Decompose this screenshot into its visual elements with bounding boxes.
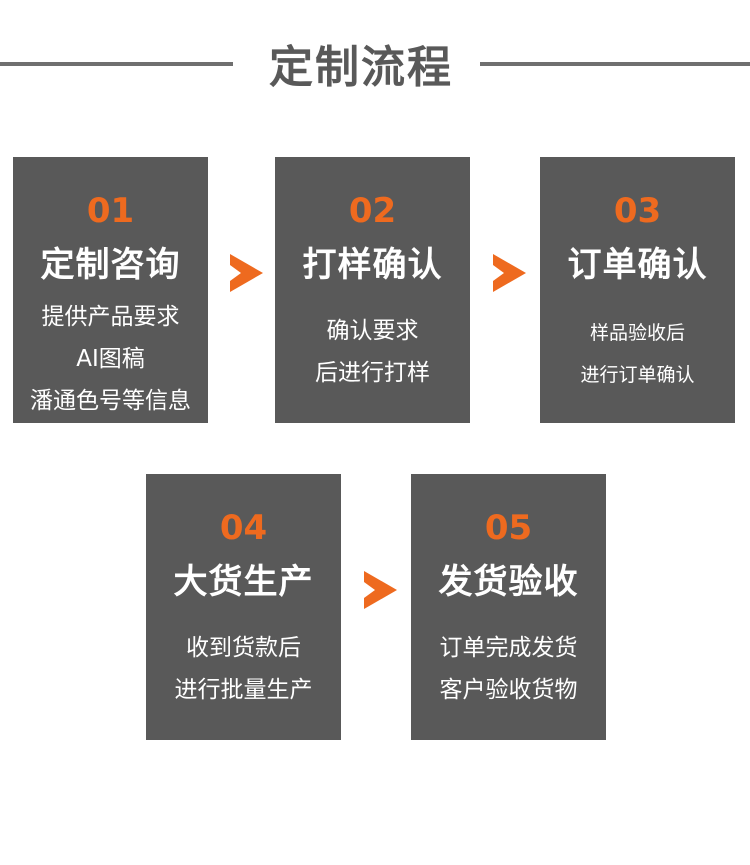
step-number: 04	[219, 508, 268, 548]
step-name: 打样确认	[302, 245, 443, 285]
step-number: 03	[613, 191, 662, 231]
step-number: 01	[86, 191, 135, 231]
arrow-right-icon	[364, 571, 397, 609]
step-desc-line: 确认要求	[326, 318, 419, 344]
step-name: 订单确认	[567, 245, 708, 285]
step-desc-line: AI图稿	[76, 346, 145, 372]
step-card-01: 01 定制咨询 提供产品要求 AI图稿 潘通色号等信息	[13, 157, 208, 423]
step-desc-line: 后进行打样	[315, 360, 430, 386]
arrow-right-icon	[493, 254, 526, 292]
step-card-02: 02 打样确认 确认要求 后进行打样	[275, 157, 470, 423]
step-desc-line: 样品验收后	[589, 322, 685, 344]
step-desc-line: 提供产品要求	[41, 304, 180, 330]
step-card-04: 04 大货生产 收到货款后 进行批量生产	[146, 474, 341, 740]
step-name: 发货验收	[438, 562, 579, 602]
page-title: 定制流程	[269, 42, 453, 93]
step-desc-line: 收到货款后	[186, 635, 301, 661]
step-desc-line: 进行批量生产	[174, 677, 313, 703]
step-desc-line: 客户验收货物	[439, 677, 578, 703]
step-card-05: 05 发货验收 订单完成发货 客户验收货物	[411, 474, 606, 740]
step-number: 02	[348, 191, 397, 231]
step-desc-line: 订单完成发货	[439, 635, 578, 661]
step-name: 大货生产	[173, 562, 314, 602]
header-divider-right	[480, 62, 750, 66]
step-number: 05	[484, 508, 533, 548]
step-desc-line: 进行订单确认	[580, 364, 695, 386]
step-desc-line: 潘通色号等信息	[30, 388, 191, 414]
step-card-03: 03 订单确认 样品验收后 进行订单确认	[540, 157, 735, 423]
step-name: 定制咨询	[40, 245, 181, 285]
arrow-right-icon	[230, 254, 263, 292]
header-divider-left	[0, 62, 233, 66]
